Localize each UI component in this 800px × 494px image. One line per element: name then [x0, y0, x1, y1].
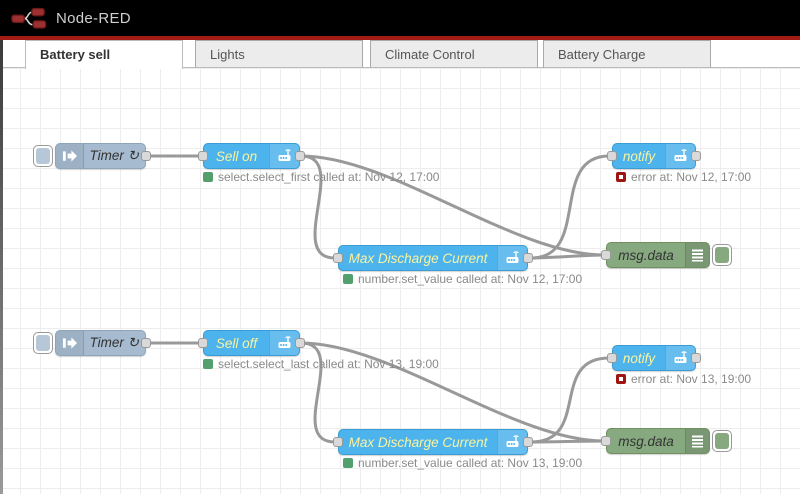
wire-maxdischarge2-notify2[interactable]	[529, 356, 611, 444]
node-status: number.set_value called at: Nov 12, 17:0…	[343, 272, 582, 286]
wire-selloff-msgdata2[interactable]	[299, 341, 606, 443]
inject-arrow-icon	[56, 144, 84, 168]
input-port[interactable]	[198, 151, 208, 161]
node-label: Timer ↻	[89, 148, 139, 163]
output-port[interactable]	[141, 151, 151, 161]
inject-button[interactable]	[33, 332, 53, 354]
output-port[interactable]	[295, 338, 305, 348]
wire-selloff-maxdischarge2[interactable]	[299, 341, 337, 444]
node-msg-data-1[interactable]: msg.data	[601, 242, 710, 268]
wire-maxdischarge1-msgdata1[interactable]	[529, 253, 606, 260]
input-port[interactable]	[601, 250, 611, 260]
node-red-logo-icon	[10, 6, 48, 31]
node-msg-data-2[interactable]: msg.data	[601, 428, 710, 454]
flow-tab-bar: Battery sell Lights Climate Control Batt…	[0, 40, 800, 69]
output-port[interactable]	[295, 151, 305, 161]
node-max-discharge-1[interactable]: Max Discharge Current	[333, 245, 533, 271]
tab-battery-charge[interactable]: Battery Charge	[543, 40, 711, 68]
app-header: Node-RED	[0, 0, 800, 36]
wire-sellon-msgdata1[interactable]	[299, 154, 606, 257]
inject-arrow-icon	[56, 331, 84, 355]
input-port[interactable]	[198, 338, 208, 348]
node-status: error at: Nov 12, 17:00	[616, 170, 751, 184]
node-max-discharge-2[interactable]: Max Discharge Current	[333, 429, 533, 455]
node-sell-on[interactable]: Sell on	[198, 143, 305, 169]
tab-climate-control[interactable]: Climate Control	[370, 40, 538, 68]
wire-sellon-maxdischarge1[interactable]	[299, 154, 337, 260]
node-label: Timer ↻	[89, 335, 139, 350]
tab-lights[interactable]: Lights	[195, 40, 363, 68]
node-label: Sell off	[215, 335, 258, 351]
input-port[interactable]	[607, 353, 617, 363]
node-label: Max Discharge Current	[348, 434, 488, 450]
debug-toggle-button[interactable]	[712, 430, 732, 452]
debug-toggle-button[interactable]	[712, 244, 732, 266]
output-port[interactable]	[523, 253, 533, 263]
debug-list-icon	[685, 429, 709, 453]
home-assistant-router-icon	[497, 430, 527, 454]
node-label: msg.data	[618, 247, 674, 263]
wire-maxdischarge1-notify1[interactable]	[529, 154, 611, 260]
node-status: select.select_last called at: Nov 13, 19…	[203, 357, 439, 371]
node-notify-1[interactable]: notify	[607, 143, 701, 169]
output-port[interactable]	[523, 437, 533, 447]
wire-maxdischarge2-msgdata2[interactable]	[529, 439, 606, 444]
home-assistant-router-icon	[665, 144, 695, 168]
home-assistant-router-icon	[269, 144, 299, 168]
status-error-icon	[616, 172, 626, 182]
node-timer-2[interactable]: Timer ↻	[55, 330, 151, 356]
output-port[interactable]	[691, 353, 701, 363]
home-assistant-router-icon	[497, 246, 527, 270]
inject-button[interactable]	[33, 145, 53, 167]
tab-battery-sell[interactable]: Battery sell	[25, 40, 183, 69]
status-ok-icon	[343, 274, 353, 284]
node-label: notify	[622, 350, 656, 366]
wire-layer	[144, 154, 611, 444]
node-status: number.set_value called at: Nov 13, 19:0…	[343, 456, 582, 470]
status-ok-icon	[203, 359, 213, 369]
input-port[interactable]	[333, 253, 343, 263]
input-port[interactable]	[607, 151, 617, 161]
output-port[interactable]	[691, 151, 701, 161]
node-label: Max Discharge Current	[348, 250, 488, 266]
status-error-icon	[616, 374, 626, 384]
home-assistant-router-icon	[269, 331, 299, 355]
output-port[interactable]	[141, 338, 151, 348]
node-sell-off[interactable]: Sell off	[198, 330, 305, 356]
node-timer-1[interactable]: Timer ↻	[55, 143, 151, 169]
status-ok-icon	[343, 458, 353, 468]
app-title: Node-RED	[56, 9, 131, 27]
node-notify-2[interactable]: notify	[607, 345, 701, 371]
node-status: error at: Nov 13, 19:00	[616, 372, 751, 386]
node-label: msg.data	[618, 433, 674, 449]
flow-canvas[interactable]: Timer ↻ Sell on select.select_first call…	[0, 68, 800, 494]
header-red-bar	[0, 36, 800, 40]
node-status: select.select_first called at: Nov 12, 1…	[203, 170, 439, 184]
status-ok-icon	[203, 172, 213, 182]
debug-list-icon	[685, 243, 709, 267]
node-label: Sell on	[215, 148, 258, 164]
palette-edge	[0, 40, 3, 494]
node-label: notify	[622, 148, 656, 164]
input-port[interactable]	[601, 436, 611, 446]
home-assistant-router-icon	[665, 346, 695, 370]
input-port[interactable]	[333, 437, 343, 447]
